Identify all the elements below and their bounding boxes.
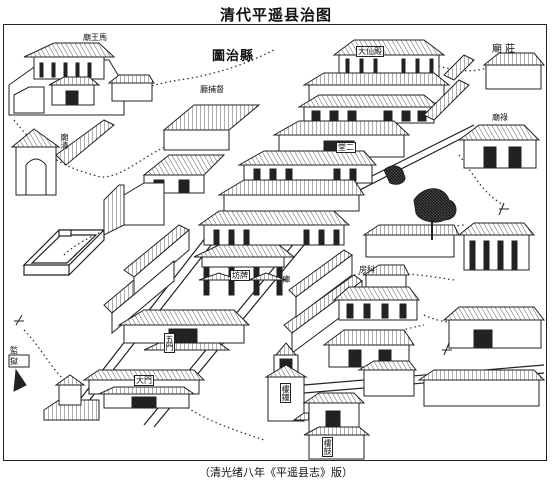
label-prison-left: 監 獄 <box>10 346 18 366</box>
label-right-mid: 廟祿 <box>492 113 508 122</box>
label-left-upper: 廟清 <box>60 133 69 149</box>
label-yard-right: 房科 <box>359 265 375 274</box>
plaque-hall-top: 大仙殿 <box>356 46 384 57</box>
plaque-pailou: 坊牌 <box>230 270 250 281</box>
plaque-drum-tower: 樓鐘 <box>280 383 291 403</box>
label-temple-ne: 廟 莊 <box>492 44 516 55</box>
map-title: 圖治縣 <box>212 49 255 64</box>
label-temple-nw: 廟王馬 <box>83 33 107 42</box>
label-upper-mid: 廳捕督 <box>200 85 224 94</box>
plaque-gate-left: 五門 <box>164 333 175 353</box>
label-lane-right: 庫 <box>282 275 291 283</box>
county-map: 圖治縣 廟王馬 廟 莊 廟祿 廟清 廳捕督 大仙殿 堂二 五門 坊牌 樓鐘 大門… <box>3 24 547 461</box>
plaque-front-gate: 大門 <box>134 375 154 386</box>
map-illustration <box>8 39 546 460</box>
page-title: 清代平遥县治图 <box>219 6 332 24</box>
map-caption: （清光绪八年《平遥县志》版） <box>199 466 353 479</box>
plaque-bottom-right: 樓鼓 <box>322 437 333 457</box>
plaque-inner-hall: 堂二 <box>336 142 356 153</box>
